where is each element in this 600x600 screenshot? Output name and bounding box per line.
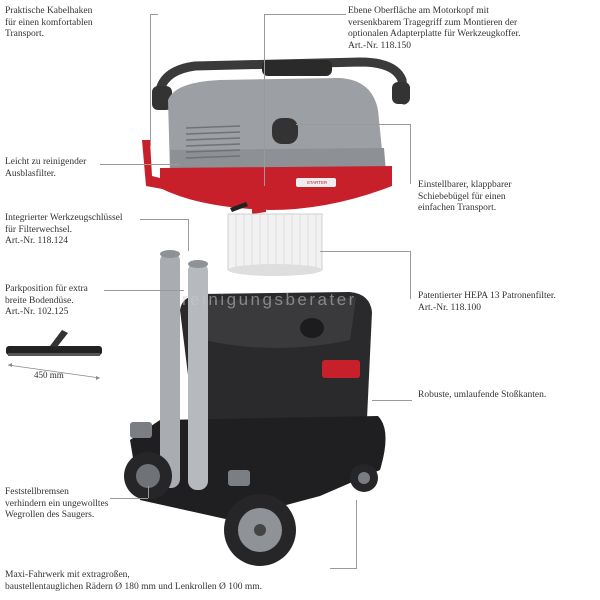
callout-hepa: Patentierter HEPA 13 Patronenfilter.Art.…: [418, 291, 556, 313]
leader-line: [188, 219, 189, 251]
leader-line: [264, 14, 265, 186]
leader-line: [110, 498, 148, 499]
leader-line: [150, 14, 158, 15]
motor-head: [142, 57, 410, 214]
leader-line: [104, 290, 184, 291]
watermark: reinigungsberater: [182, 290, 357, 309]
nozzle-width-label: 450 mm: [34, 370, 64, 380]
callout-chassis: Maxi-Fahrwerk mit extragroßen,baustellen…: [5, 570, 262, 592]
leader-line: [372, 400, 412, 401]
leader-line: [100, 164, 180, 165]
brand-badge: STARTER: [306, 180, 328, 185]
leader-line: [356, 500, 357, 568]
leader-line: [150, 14, 151, 146]
callout-bumpers: Robuste, umlaufende Stoßkanten.: [418, 390, 547, 400]
leader-line: [296, 124, 410, 125]
leader-line: [330, 568, 357, 569]
leader-line: [410, 124, 411, 184]
leader-line: [148, 486, 149, 498]
leader-line: [140, 219, 188, 220]
hepa-filter: [227, 213, 323, 276]
leader-line: [410, 251, 411, 299]
floor-nozzle-icon: [6, 330, 102, 380]
chassis: [124, 250, 386, 566]
leader-line: [264, 14, 346, 15]
leader-line: [320, 251, 410, 252]
